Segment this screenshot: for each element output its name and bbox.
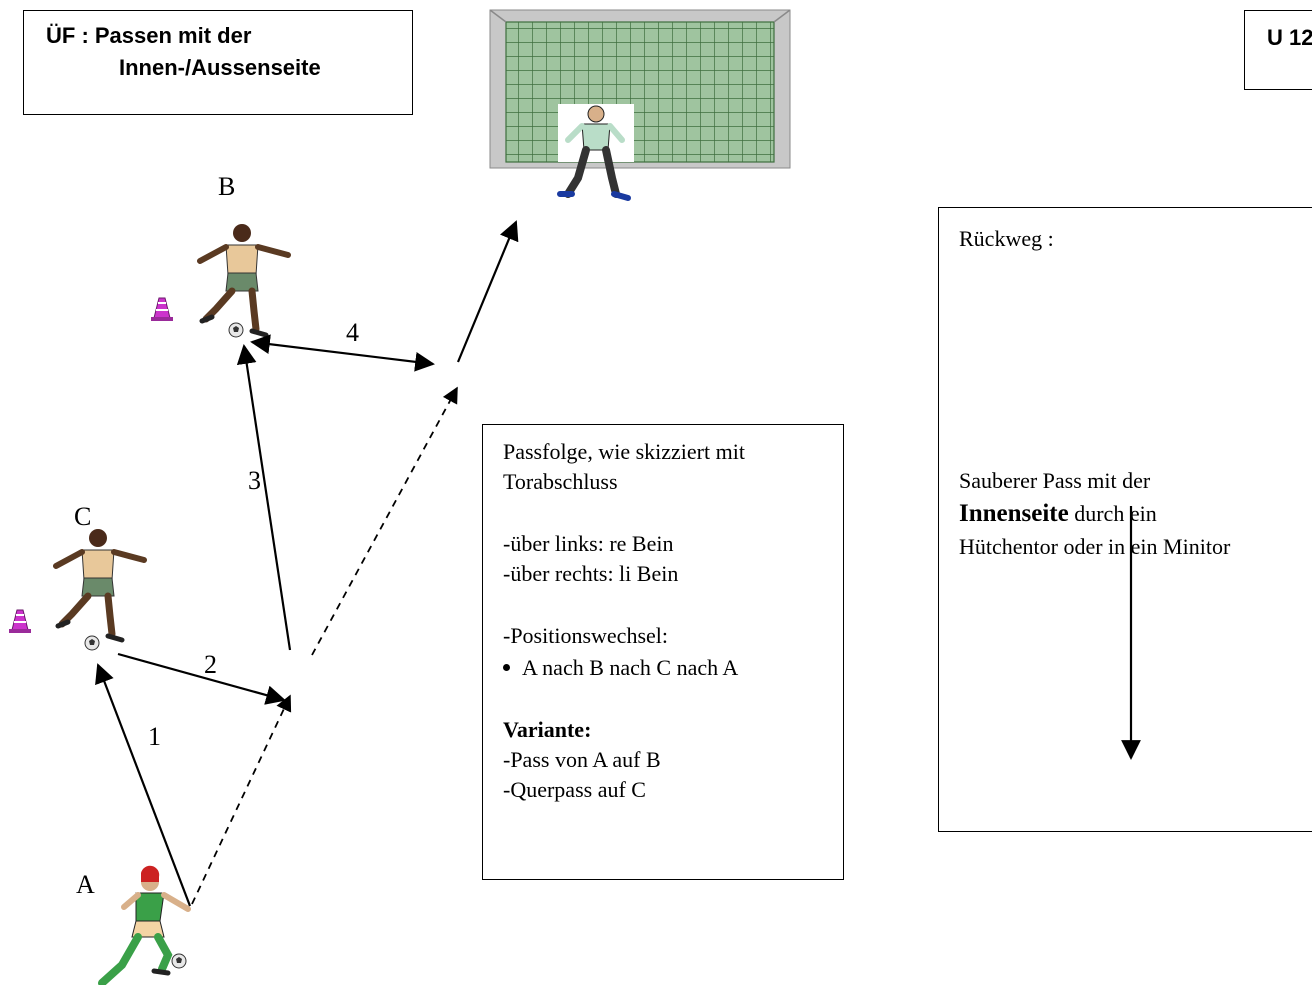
player-b-figure [197,224,291,338]
cone-b [150,297,174,322]
player-b-label: B [218,172,236,201]
return-line-2-rest: durch ein [1068,501,1157,526]
run-a-arrow [191,694,292,905]
variant-line-1: -Pass von A auf B [503,747,661,772]
desc-line-5: -Positionswechsel: [503,623,668,648]
title-line-2: Innen-/Aussenseite [119,55,321,80]
return-heading: Rückweg : [959,226,1054,251]
pass-number-2: 2 [204,650,217,679]
pass-1-arrow [95,663,192,907]
pass-number-3: 3 [248,466,261,495]
return-drill-box: Rückweg : Sauberer Pass mit der Innensei… [938,207,1312,832]
variant-line-2: -Querpass auf C [503,777,646,802]
desc-line-4: -über rechts: li Bein [503,561,679,586]
return-line-2-bold: Innenseite [959,500,1069,527]
pass-4-arrow [250,334,435,372]
pass-3-arrow [236,344,292,651]
player-c-figure [53,529,147,643]
player-c-label: C [74,502,92,531]
run-c-arrow [311,386,458,656]
age-tag: U 12 [1267,25,1312,50]
goalkeeper-figure [557,104,634,201]
title-line-1: ÜF : Passen mit der [46,23,252,48]
pass-number-1: 1 [148,722,161,751]
desc-line-1: Passfolge, wie skizziert mit [503,439,745,464]
pass-2-arrow [117,652,286,705]
return-line-2: Innenseite durch ein [959,497,1157,530]
pass-arrows [95,220,519,907]
return-line-3: Hütchentor oder in ein Minitor [959,534,1231,559]
variant-heading: Variante: [503,717,592,742]
run-arrows [191,386,458,905]
goal [489,9,791,169]
title-box: ÜF : Passen mit der Innen-/Aussenseite [23,10,413,115]
player-a-figure [98,865,191,985]
age-tag-box: U 12 [1244,10,1312,90]
desc-line-3: -über links: re Bein [503,531,674,556]
description-box: Passfolge, wie skizziert mit Torabschlus… [482,424,844,880]
shot-arrow [456,220,519,363]
player-a-label: A [76,870,95,899]
pass-number-4: 4 [346,318,359,347]
desc-bullet-item: A nach B nach C nach A [503,653,738,683]
cone-c [8,609,32,634]
bullet-icon [503,664,510,672]
desc-bullet-text: A nach B nach C nach A [522,655,739,680]
desc-line-2: Torabschluss [503,469,618,494]
return-line-1: Sauberer Pass mit der [959,468,1151,493]
